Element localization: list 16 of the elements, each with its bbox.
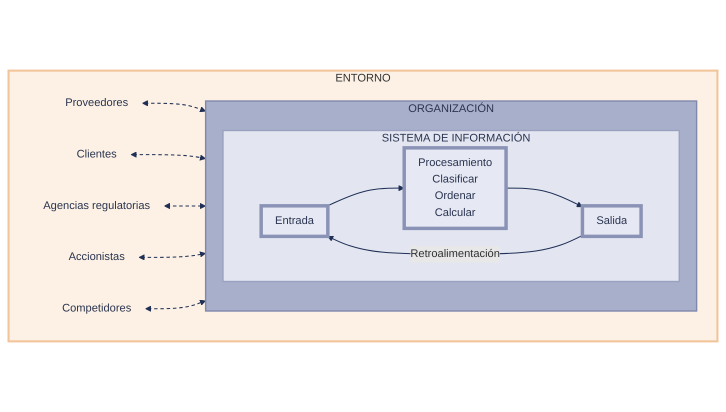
node-text: Proveedores bbox=[65, 97, 128, 109]
node-box: Entrada bbox=[259, 204, 330, 238]
node-text: Clientes bbox=[76, 148, 117, 160]
arrow bbox=[142, 100, 206, 112]
node-box: Salida bbox=[580, 204, 643, 238]
arrow bbox=[164, 202, 206, 210]
edge-label: Retroalimentación bbox=[410, 248, 500, 260]
node-text: Agencias regulatorias bbox=[43, 200, 150, 212]
arrow bbox=[506, 188, 583, 208]
arrow bbox=[145, 300, 206, 312]
arrow bbox=[327, 185, 404, 206]
arrow bbox=[138, 251, 206, 260]
node-text: Accionistas bbox=[68, 251, 125, 263]
node-text: Competidores bbox=[62, 302, 132, 314]
node-box: Procesamiento Clasificar Ordenar Calcular bbox=[402, 146, 508, 230]
arrow bbox=[130, 152, 206, 161]
